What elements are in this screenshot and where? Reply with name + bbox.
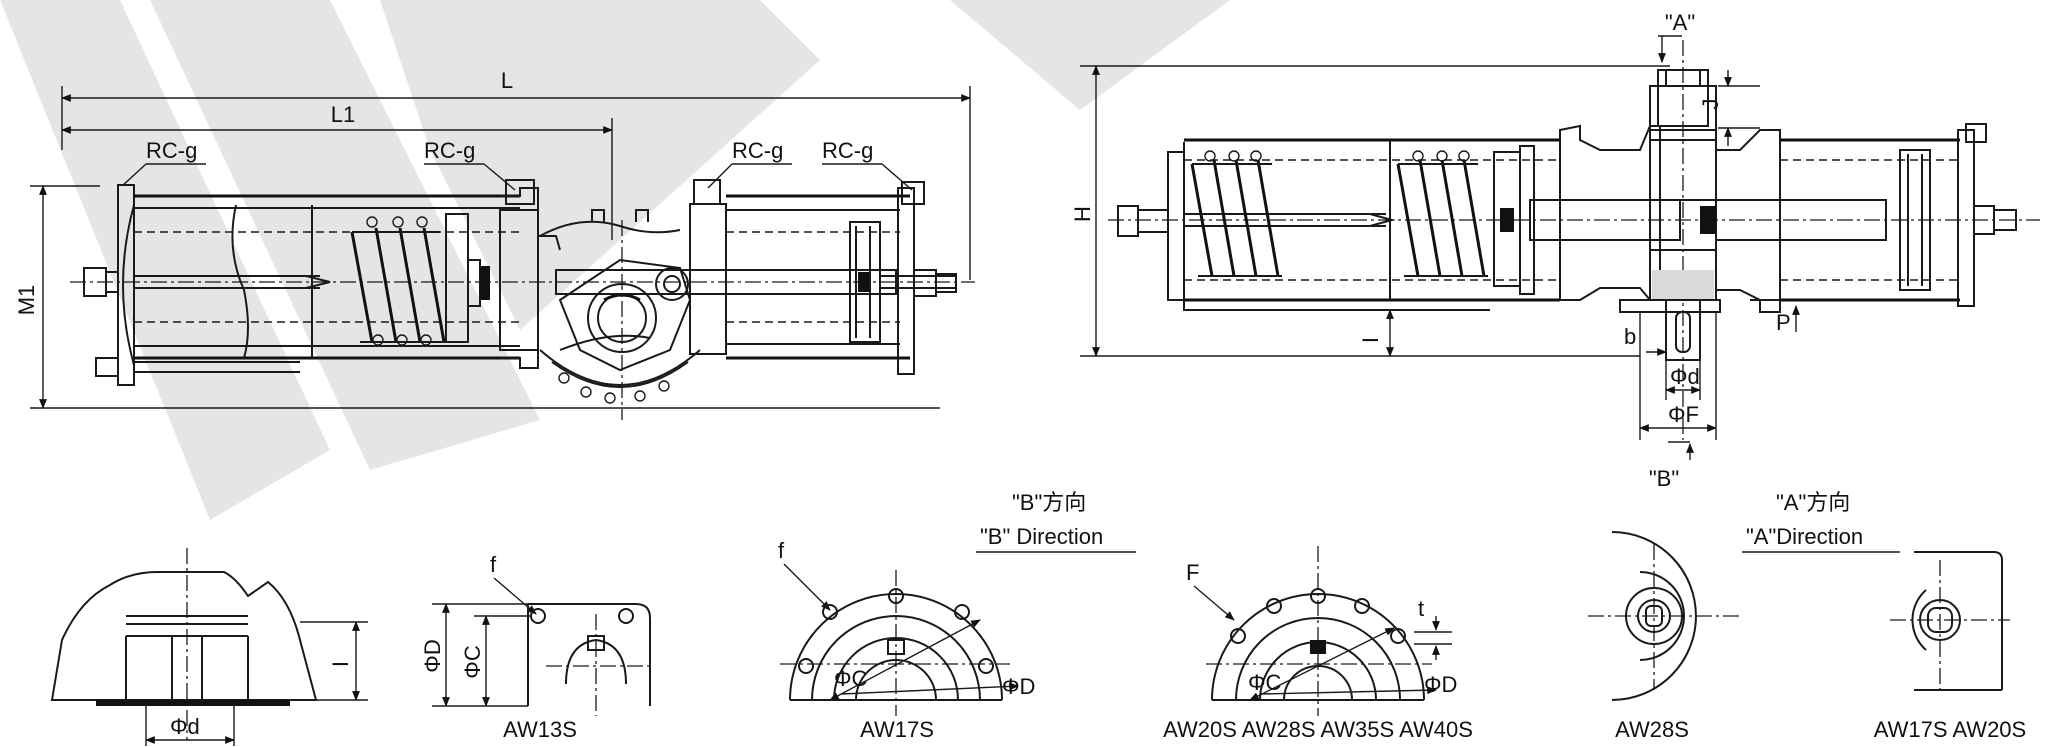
aw28s-shaft-end-detail bbox=[1588, 531, 1740, 701]
b-direction-en: "B" Direction bbox=[980, 524, 1103, 549]
caption-aw13s: AW13S bbox=[503, 717, 577, 742]
aw17s-flange-detail: "B"方向 "B" Direction f ΦC ΦD bbox=[778, 490, 1136, 716]
dim-phi-d-detail-label: Φd bbox=[170, 714, 200, 739]
aw20s-phi-D-label: ΦD bbox=[1424, 672, 1457, 697]
a-direction-cn: "A"方向 bbox=[1776, 490, 1850, 515]
dim-M1-label: M1 bbox=[14, 285, 39, 316]
shaft-section-detail: I Φd bbox=[50, 548, 368, 746]
dim-b-label: b bbox=[1624, 324, 1636, 349]
caption-aw20s-group: AW20S AW28S AW35S AW40S bbox=[1163, 717, 1473, 742]
a-direction-en: "A"Direction bbox=[1746, 524, 1863, 549]
dim-L-label: L bbox=[501, 68, 513, 93]
dim-phi-F-label: ΦF bbox=[1668, 402, 1699, 427]
caption-aw17s: AW17S bbox=[860, 717, 934, 742]
aw13s-phi-D-label: ΦD bbox=[420, 639, 445, 672]
aw20s-phi-C-label: ΦC bbox=[1248, 670, 1282, 695]
aw13s-phi-C-label: ΦC bbox=[460, 645, 485, 679]
b-direction-cn: "B"方向 bbox=[1012, 490, 1086, 515]
dim-J-label: J bbox=[1698, 99, 1723, 110]
aw17s-phi-C-label: ΦC bbox=[834, 666, 868, 691]
aw17s-phi-D-label: ΦD bbox=[1002, 674, 1035, 699]
aw20s-t-label: t bbox=[1418, 596, 1424, 621]
aw13s-flange-detail: f ΦD ΦC bbox=[420, 552, 651, 716]
rc-g-label-3: RC-g bbox=[732, 138, 783, 163]
front-view-drawing: H "A" J I P bbox=[1070, 10, 2040, 491]
dim-L1-label: L1 bbox=[331, 102, 355, 127]
rc-g-label-4: RC-g bbox=[822, 138, 873, 163]
dim-P-label: P bbox=[1776, 310, 1791, 335]
aw17s-f-label: f bbox=[778, 538, 785, 563]
dim-I-label: I bbox=[1358, 337, 1383, 343]
caption-aw17s-aw20s: AW17S AW20S bbox=[1874, 717, 2026, 742]
view-B-marker: "B" bbox=[1649, 466, 1679, 491]
aw20s-group-flange-detail: F ΦC ΦD t bbox=[1186, 546, 1457, 716]
dim-H-label: H bbox=[1070, 206, 1095, 222]
caption-aw28s: AW28S bbox=[1615, 717, 1689, 742]
side-view-drawing: L L1 M1 RC-g RC-g RC-g RC-g bbox=[14, 68, 975, 420]
watermark-logo bbox=[0, 0, 1230, 520]
rc-g-label-2: RC-g bbox=[424, 138, 475, 163]
view-A-marker: "A" bbox=[1665, 10, 1695, 35]
aw20s-F-label: F bbox=[1186, 560, 1199, 585]
aw17s-aw20s-shaft-end-detail: "A"方向 "A"Direction bbox=[1742, 490, 2010, 691]
aw13s-f-label: f bbox=[490, 552, 497, 577]
rc-g-label-1: RC-g bbox=[146, 138, 197, 163]
dim-phi-d-label: Φd bbox=[1670, 364, 1700, 389]
dim-I-detail-label: I bbox=[328, 661, 353, 667]
